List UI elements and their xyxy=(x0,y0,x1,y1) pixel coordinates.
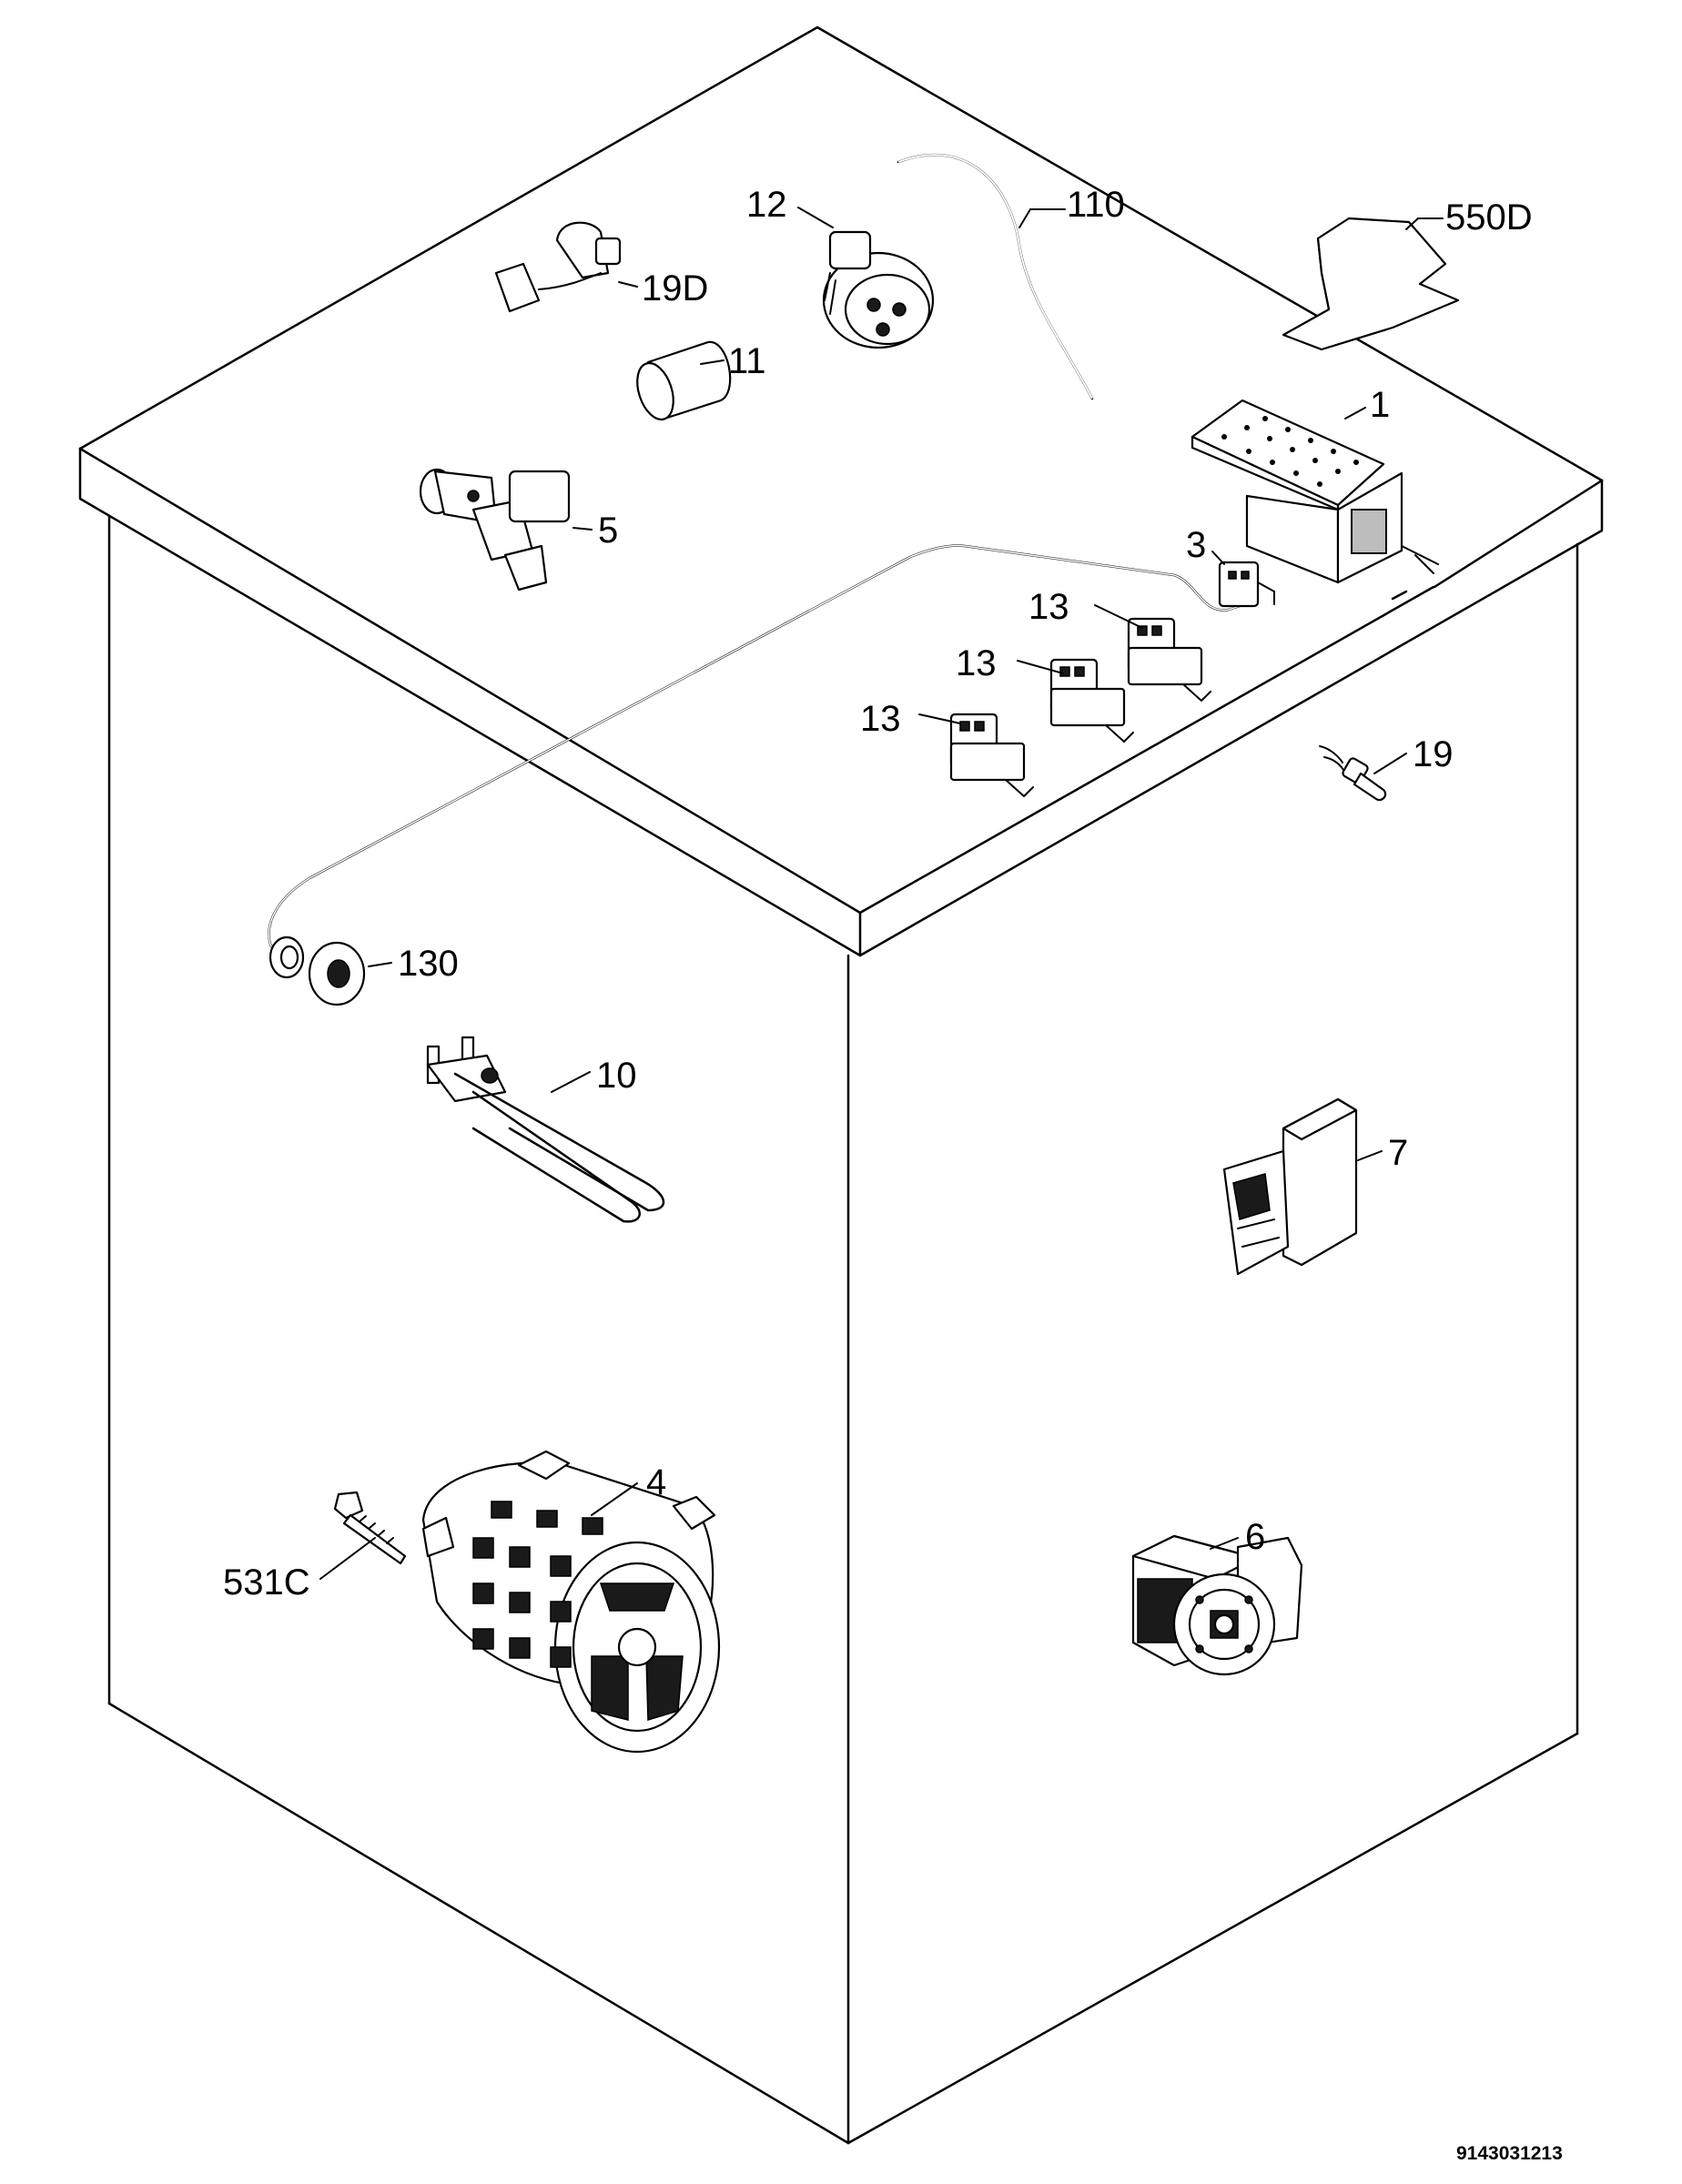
bracket-part-550d xyxy=(1282,217,1460,351)
motor-vent-slots xyxy=(472,1501,603,1668)
door-lock-part-7 xyxy=(1222,1097,1358,1276)
capacitor-part-11 xyxy=(636,340,732,421)
document-id: 9143031213 xyxy=(1456,2143,1563,2164)
callout-4: 4 xyxy=(646,1462,666,1502)
callout-labels: 12 110 550D 19D 11 1 5 3 13 13 13 19 130… xyxy=(223,185,1533,1603)
callout-19: 19 xyxy=(1413,734,1454,774)
callout-10: 10 xyxy=(596,1056,637,1096)
callout-7: 7 xyxy=(1388,1133,1408,1173)
callout-1: 1 xyxy=(1370,385,1390,425)
callout-13-a: 13 xyxy=(1028,587,1069,627)
pump-part-6 xyxy=(1131,1534,1303,1676)
callout-6: 6 xyxy=(1245,1517,1265,1557)
leader-lines xyxy=(319,207,1444,1580)
cabinet-outline xyxy=(78,25,1604,2145)
callout-19d: 19D xyxy=(642,268,708,308)
sensor-part-19 xyxy=(1319,745,1387,802)
switch-part-13-b xyxy=(1049,658,1134,743)
callout-531c: 531C xyxy=(223,1562,310,1603)
callout-130: 130 xyxy=(398,944,459,984)
grommet-part-130 xyxy=(269,935,366,1006)
pressure-switch-part-12 xyxy=(822,230,935,349)
callout-12: 12 xyxy=(746,185,787,225)
connector-part-19d xyxy=(494,221,622,313)
heating-element-part-10 xyxy=(426,1036,665,1223)
callout-550d: 550D xyxy=(1445,197,1533,238)
control-board-part-1 xyxy=(1191,399,1439,584)
wiring-harness xyxy=(268,544,1408,948)
callout-13-c: 13 xyxy=(860,699,901,739)
board-grid-dots xyxy=(1221,416,1359,487)
motor-part-4 xyxy=(421,1450,721,1754)
switch-part-13-a xyxy=(1127,617,1211,702)
valve-part-5 xyxy=(419,468,571,592)
hose-part-110 xyxy=(897,153,1094,400)
callout-11: 11 xyxy=(728,341,766,381)
callout-110: 110 xyxy=(1067,185,1125,225)
switch-part-3 xyxy=(1218,561,1275,608)
callout-3: 3 xyxy=(1186,525,1206,565)
callout-5: 5 xyxy=(598,511,618,551)
bolt-part-531c xyxy=(333,1491,407,1565)
switch-part-13-c xyxy=(949,713,1034,797)
callout-13-b: 13 xyxy=(956,643,997,683)
